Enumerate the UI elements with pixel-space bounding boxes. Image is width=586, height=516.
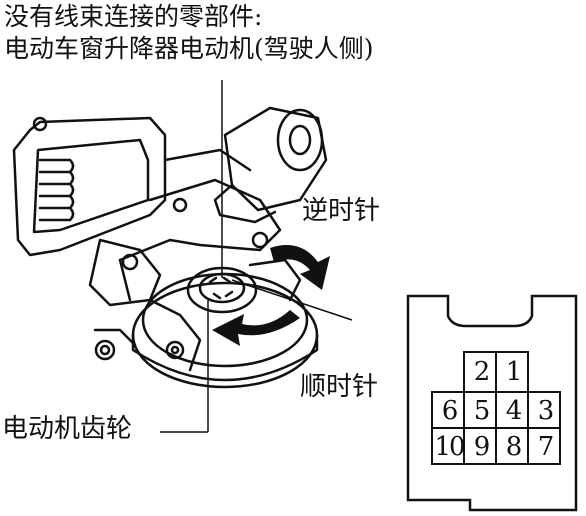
bolt [121, 253, 139, 271]
connector-pin: 8 [505, 432, 523, 462]
pointer-cw [231, 279, 353, 321]
bracket-inner [32, 138, 150, 234]
connector-housing [406, 294, 578, 512]
connector-pin: 6 [441, 396, 459, 426]
title-line-1: 没有线束连接的零部件: [4, 2, 263, 31]
bracket-arm [118, 178, 282, 262]
connector-pin: 2 [473, 357, 491, 387]
bolt [165, 340, 185, 360]
connector-pin: 7 [537, 432, 555, 462]
serrated-plate [38, 158, 72, 222]
bolt [172, 197, 188, 213]
title-line-2: 电动车窗升降器电动机(驾驶人侧) [4, 34, 374, 63]
connector-pin: 1 [505, 357, 523, 387]
bolt [251, 231, 269, 249]
label-counterclockwise: 逆时针 [302, 196, 381, 226]
cw-arrow [212, 310, 300, 346]
connector-pin: 10 [434, 432, 465, 462]
bracket-housing [12, 116, 167, 257]
connector-pin: 4 [505, 396, 523, 426]
bolt [94, 339, 116, 361]
label-clockwise: 顺时针 [300, 372, 379, 402]
connector-pin: 5 [473, 396, 491, 426]
connector-pin: 3 [537, 396, 555, 426]
label-motor-gear: 电动机齿轮 [2, 414, 133, 444]
ccw-arrow [270, 245, 330, 290]
connector-pin: 9 [473, 432, 491, 462]
motor-body [223, 106, 328, 212]
